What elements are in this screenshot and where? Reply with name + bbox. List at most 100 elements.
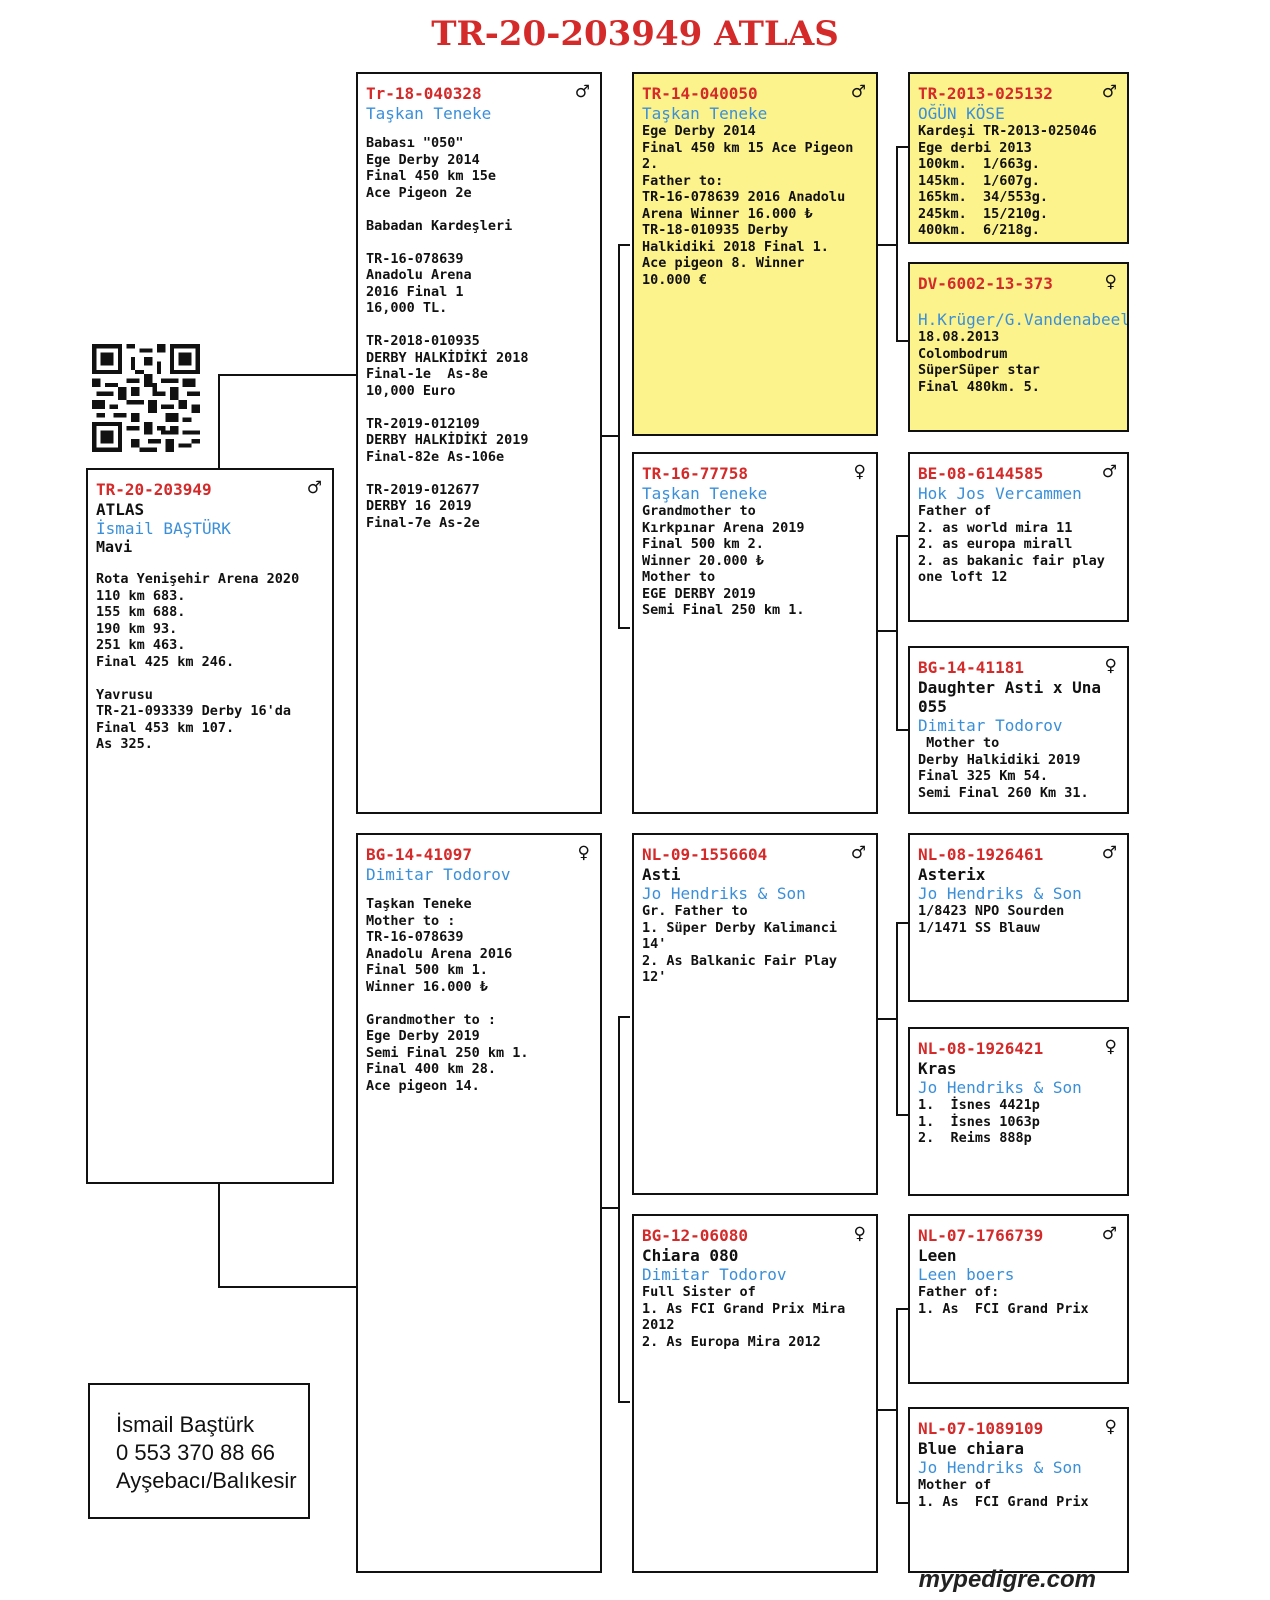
connector-line (218, 1286, 356, 1288)
sire-dam-card[interactable]: ♀ TR-16-77758 Taşkan Teneke Grandmother … (632, 452, 878, 814)
qr-code (92, 344, 200, 452)
breeder-name: Leen boers (918, 1265, 1015, 1284)
connector-line (896, 922, 908, 924)
dam-sire-dam-card[interactable]: ♀ NL-08-1926421 Kras Jo Hendriks & Son 1… (908, 1027, 1129, 1196)
connector-line (896, 535, 908, 537)
ring-number: BE-08-6144585 (918, 464, 1044, 483)
ring-number: NL-08-1926421 (918, 1039, 1044, 1058)
pigeon-info: 18.08.2013 Colombodrum SüperSüper star F… (918, 329, 1040, 395)
dam-dam-card[interactable]: ♀ BG-12-06080 Chiara 080 Dimitar Todorov… (632, 1214, 878, 1573)
ring-number: Tr-18-040328 (366, 84, 482, 103)
connector-line (218, 374, 220, 468)
subject-card[interactable]: ♂ TR-20-203949 ATLAS İsmail BAŞTÜRK Mavi… (86, 468, 334, 1184)
connector-line (218, 1182, 220, 1288)
connector-line (896, 1502, 908, 1504)
breeder-name: Taşkan Teneke (642, 104, 768, 123)
breeder-name: OĞÜN KÖSE (918, 104, 1005, 123)
breeder-name: İsmail BAŞTÜRK (96, 519, 231, 538)
pigeon-info: Babası "050" Ege Derby 2014 Final 450 km… (366, 135, 529, 531)
pigeon-info: Full Sister of 1. As FCI Grand Prix Mira… (642, 1284, 846, 1350)
connector-line (600, 1207, 620, 1209)
ring-number: TR-14-040050 (642, 84, 758, 103)
connector-line (618, 1401, 630, 1403)
pigeon-name: Daughter Asti x Una 055 (918, 678, 1102, 716)
male-icon: ♂ (1101, 843, 1117, 863)
breeder-name: Taşkan Teneke (366, 104, 492, 123)
connector-line (896, 340, 908, 342)
breeder-name: Dimitar Todorov (642, 1265, 787, 1284)
breeder-name: Taşkan Teneke (642, 484, 768, 503)
connector-line (876, 244, 898, 246)
breeder-name: Dimitar Todorov (918, 716, 1063, 735)
breeder-name: Dimitar Todorov (366, 865, 511, 884)
connector-line (618, 1016, 630, 1018)
connector-line (896, 1308, 908, 1310)
dam-sire-card[interactable]: ♂ NL-09-1556604 Asti Jo Hendriks & Son G… (632, 833, 878, 1195)
pigeon-info: Kardeşi TR-2013-025046 Ege derbi 2013 10… (918, 123, 1097, 238)
dam-sire-sire-card[interactable]: ♂ NL-08-1926461 Asterix Jo Hendriks & So… (908, 833, 1129, 1002)
connector-line (896, 146, 908, 148)
pigeon-info: Mother to Derby Halkidiki 2019 Final 325… (918, 735, 1089, 801)
pigeon-info: Ege Derby 2014 Final 450 km 15 Ace Pigeo… (642, 123, 854, 288)
breeder-name: H.Krüger/G.Vandenabeele (918, 310, 1129, 329)
dam-card[interactable]: ♀ BG-14-41097 Dimitar Todorov Taşkan Ten… (356, 833, 602, 1573)
ring-number: TR-2013-025132 (918, 84, 1053, 103)
connector-line (896, 146, 898, 342)
male-icon: ♂ (1101, 1224, 1117, 1244)
ring-number: NL-08-1926461 (918, 845, 1044, 864)
breeder-name: Jo Hendriks & Son (918, 1078, 1082, 1097)
pigeon-info: Gr. Father to 1. Süper Derby Kalimanci 1… (642, 903, 838, 985)
ring-number: BG-14-41097 (366, 845, 472, 864)
connector-line (600, 435, 620, 437)
sire-card[interactable]: ♂ Tr-18-040328 Taşkan Teneke Babası "050… (356, 72, 602, 814)
pigeon-name: Blue chiara (918, 1439, 1024, 1458)
connector-line (618, 627, 630, 629)
female-icon: ♀ (853, 462, 866, 482)
female-icon: ♀ (1104, 272, 1117, 292)
connector-line (218, 374, 356, 376)
pigeon-name: ATLAS (96, 500, 145, 519)
pigeon-info: 1/8423 NPO Sourden 1/1471 SS Blauw (918, 903, 1065, 936)
pigeon-name: Kras (918, 1059, 957, 1078)
sire-sire-dam-card[interactable]: ♀ DV-6002-13-373 H.Krüger/G.Vandenabeele… (908, 262, 1129, 432)
ring-number: TR-16-77758 (642, 464, 748, 483)
connector-line (876, 630, 898, 632)
female-icon: ♀ (577, 843, 590, 863)
breeder-name: Jo Hendriks & Son (642, 884, 806, 903)
sire-dam-dam-card[interactable]: ♀ BG-14-41181 Daughter Asti x Una 055 Di… (908, 646, 1129, 814)
ring-number: DV-6002-13-373 (918, 274, 1053, 293)
pigeon-info: Grandmother to Kırkpınar Arena 2019 Fina… (642, 503, 805, 618)
page-title: TR-20-203949 ATLAS (431, 14, 839, 54)
footer-watermark: mypedigre.com (918, 1566, 1096, 1593)
sire-dam-sire-card[interactable]: ♂ BE-08-6144585 Hok Jos Vercammen Father… (908, 452, 1129, 622)
contact-name: İsmail Baştürk (116, 1412, 255, 1437)
male-icon: ♂ (850, 843, 866, 863)
contact-box: İsmail Baştürk 0 553 370 88 66 Ayşebacı/… (88, 1383, 310, 1519)
male-icon: ♂ (850, 82, 866, 102)
contact-address: Ayşebacı/Balıkesir (116, 1468, 297, 1493)
dam-dam-sire-card[interactable]: ♂ NL-07-1766739 Leen Leen boers Father o… (908, 1214, 1129, 1384)
connector-line (876, 1409, 898, 1411)
breeder-name: Jo Hendriks & Son (918, 1458, 1082, 1477)
pigeon-info: Rota Yenişehir Arena 2020 110 km 683. 15… (96, 571, 300, 752)
connector-line (896, 535, 898, 731)
male-icon: ♂ (1101, 462, 1117, 482)
contact-phone: 0 553 370 88 66 (116, 1440, 276, 1465)
pigeon-color: Mavi (96, 538, 133, 556)
ring-number: BG-14-41181 (918, 658, 1024, 677)
breeder-name: Hok Jos Vercammen (918, 484, 1082, 503)
pigeon-name: Asterix (918, 865, 986, 884)
breeder-name: Jo Hendriks & Son (918, 884, 1082, 903)
pigeon-name: Leen (918, 1246, 957, 1265)
pigeon-name: Chiara 080 (642, 1246, 739, 1265)
female-icon: ♀ (1104, 1417, 1117, 1437)
female-icon: ♀ (853, 1224, 866, 1244)
dam-dam-dam-card[interactable]: ♀ NL-07-1089109 Blue chiara Jo Hendriks … (908, 1407, 1129, 1573)
connector-line (896, 729, 908, 731)
pigeon-info: Mother of 1. As FCI Grand Prix (918, 1477, 1089, 1510)
sire-sire-card[interactable]: ♂ TR-14-040050 Taşkan Teneke Ege Derby 2… (632, 72, 878, 436)
sire-sire-sire-card[interactable]: ♂ TR-2013-025132 OĞÜN KÖSE Kardeşi TR-20… (908, 72, 1129, 244)
ring-number: TR-20-203949 (96, 480, 212, 499)
pigeon-info: Father of: 1. As FCI Grand Prix (918, 1284, 1089, 1317)
ring-number: NL-07-1766739 (918, 1226, 1044, 1245)
